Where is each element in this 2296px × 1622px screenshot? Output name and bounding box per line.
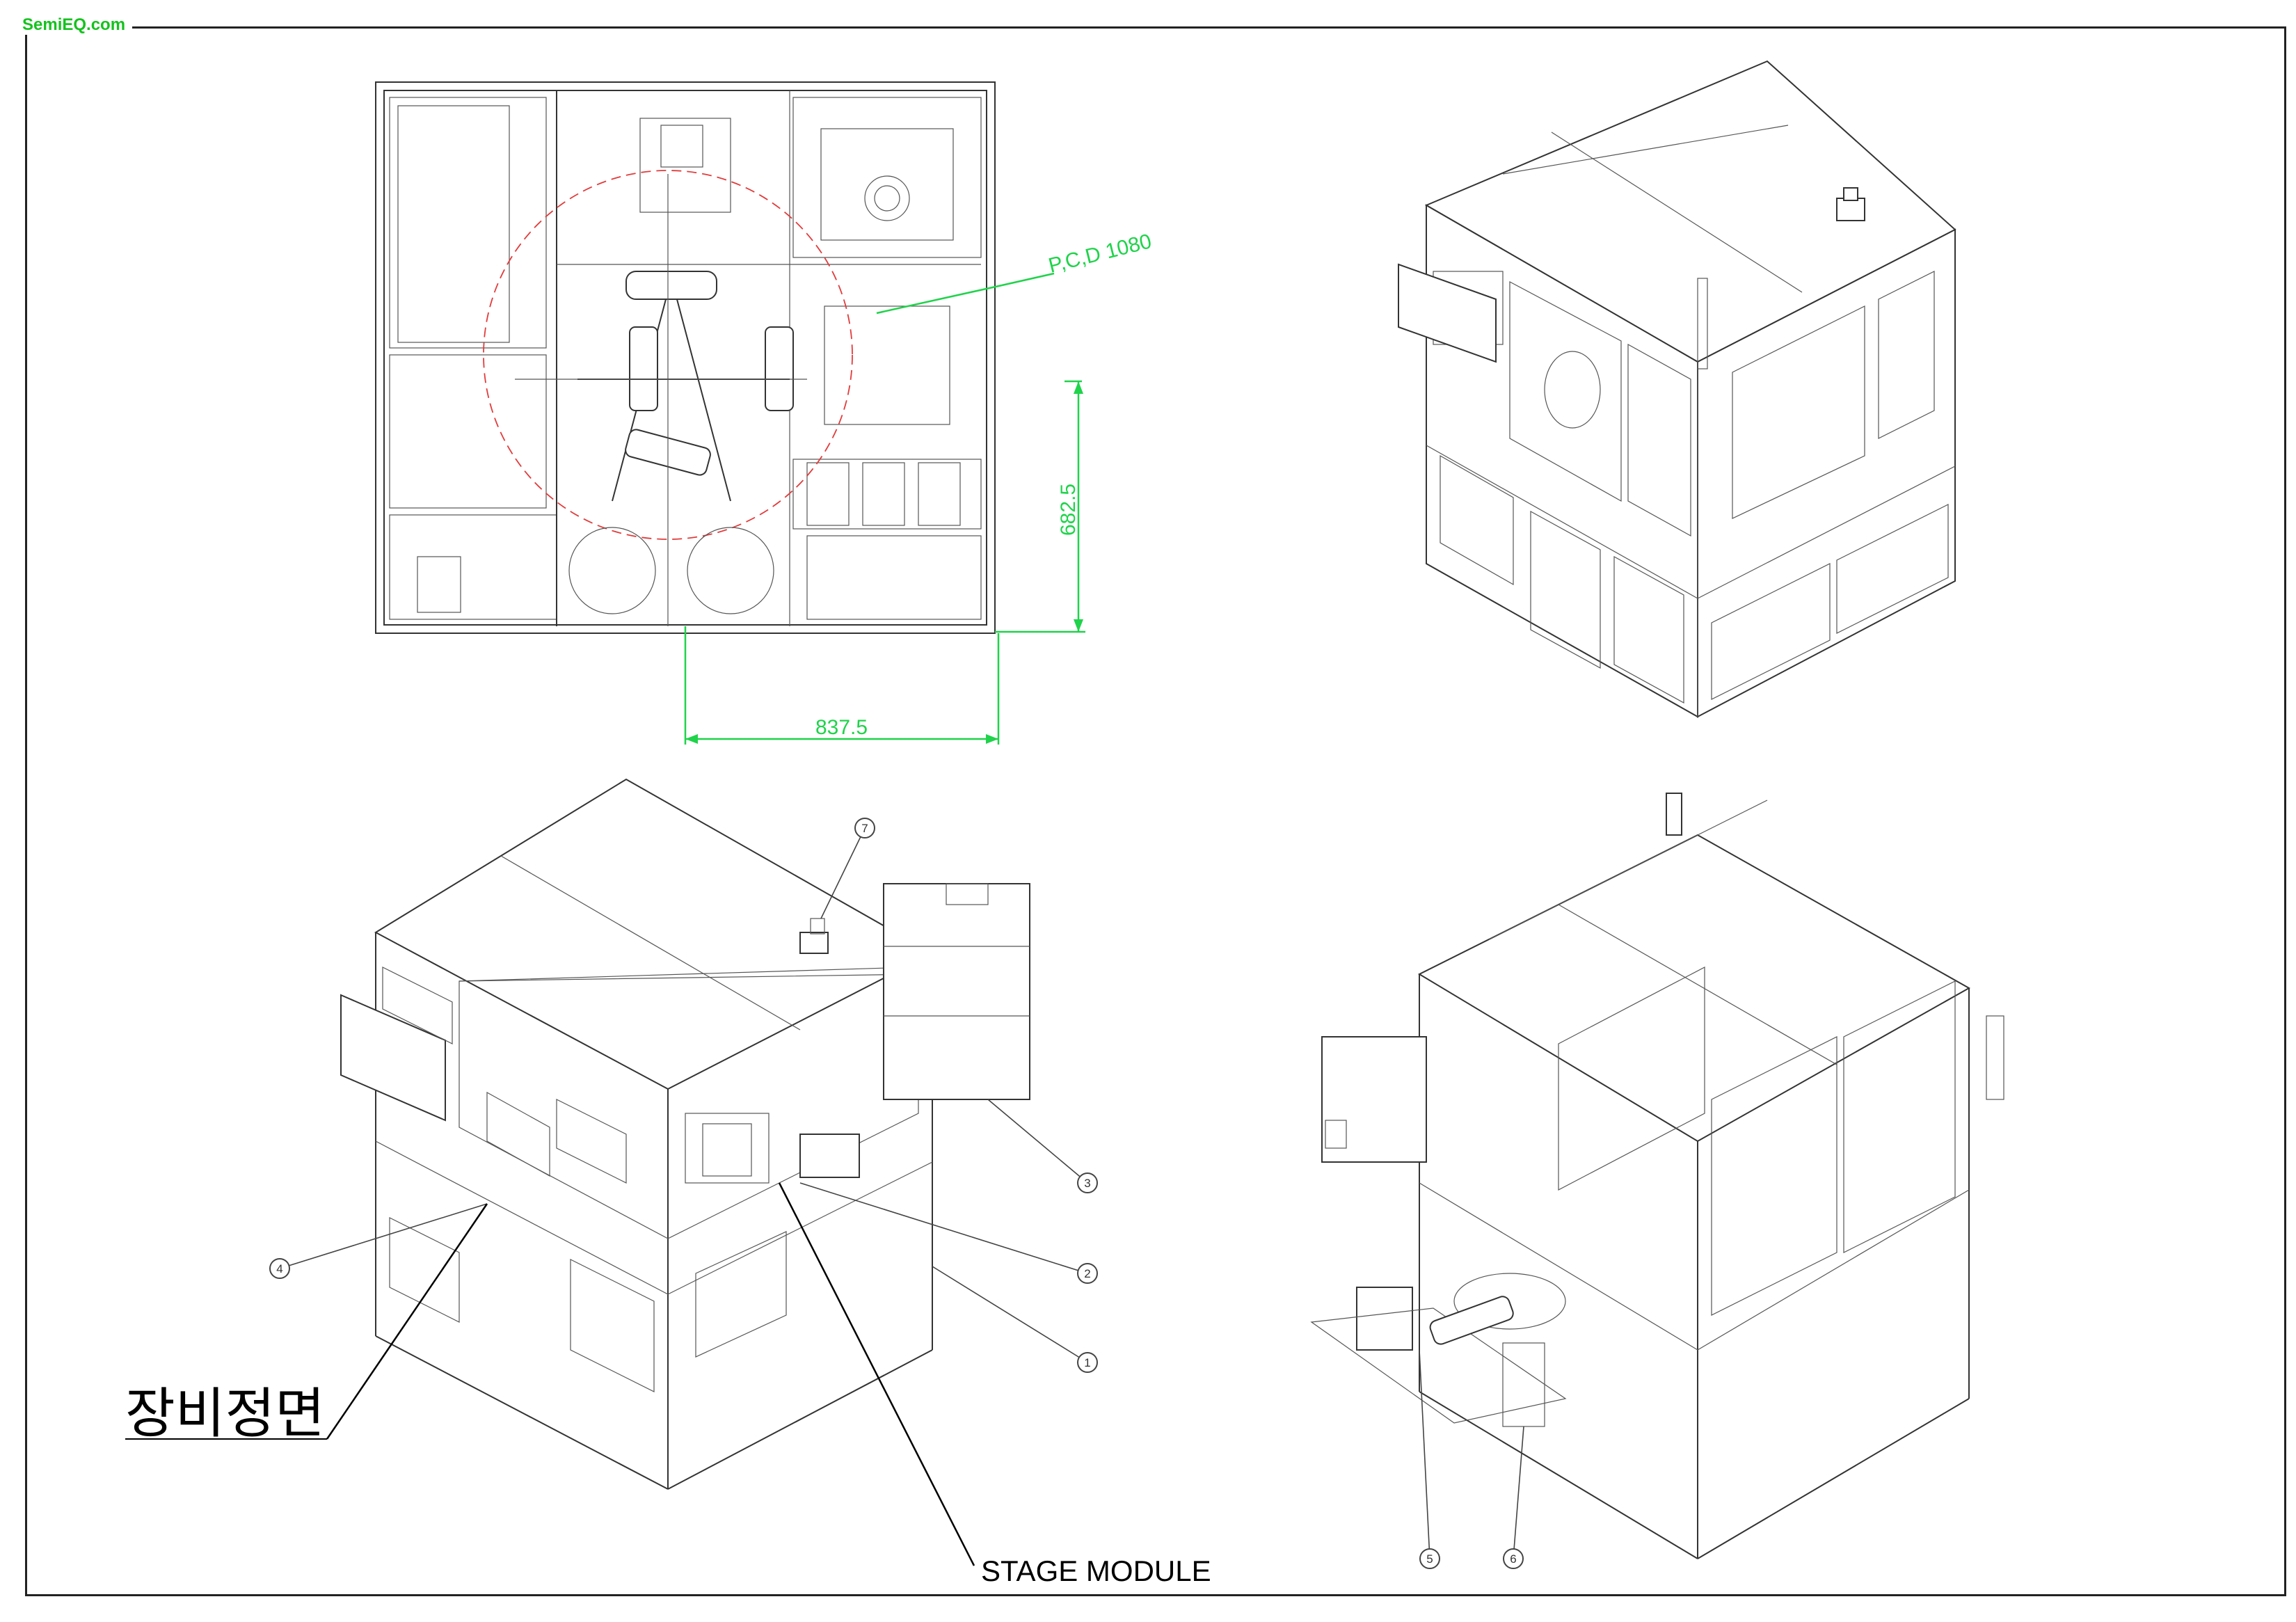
balloon-1-label: 1 — [1084, 1356, 1090, 1369]
balloon-7-label: 7 — [861, 822, 868, 835]
stage-module-label: STAGE MODULE — [981, 1555, 1211, 1587]
balloon-3: 3 — [1077, 1172, 1098, 1193]
callout-leaders — [125, 827, 1524, 1566]
balloon-6: 6 — [1503, 1548, 1524, 1569]
balloon-4: 4 — [269, 1258, 290, 1279]
top-view-drawing — [375, 81, 996, 634]
brand-logo: SemiEQ.com — [22, 15, 133, 35]
balloon-6-label: 6 — [1510, 1552, 1516, 1566]
balloon-5: 5 — [1419, 1548, 1440, 1569]
front-side-label: 장비정면 — [125, 1383, 325, 1445]
width-dimension-label: 837.5 — [815, 716, 868, 739]
balloon-1: 1 — [1077, 1352, 1098, 1373]
balloon-2: 2 — [1077, 1263, 1098, 1284]
iso-closed-view — [1398, 60, 1956, 718]
drawing-border — [25, 26, 2286, 1596]
balloon-4-label: 4 — [276, 1262, 282, 1275]
iso-frame-view — [1310, 793, 2004, 1559]
balloon-7: 7 — [854, 818, 875, 838]
height-dimension-label: 682.5 — [1057, 484, 1080, 536]
iso-open-view — [340, 778, 1030, 1490]
balloon-2-label: 2 — [1084, 1267, 1090, 1280]
pcd-dimension-label: P,C,D 1080 — [1046, 230, 1154, 278]
balloon-5-label: 5 — [1426, 1552, 1433, 1566]
dimension-lines — [684, 272, 1085, 745]
balloon-3-label: 3 — [1084, 1177, 1090, 1190]
